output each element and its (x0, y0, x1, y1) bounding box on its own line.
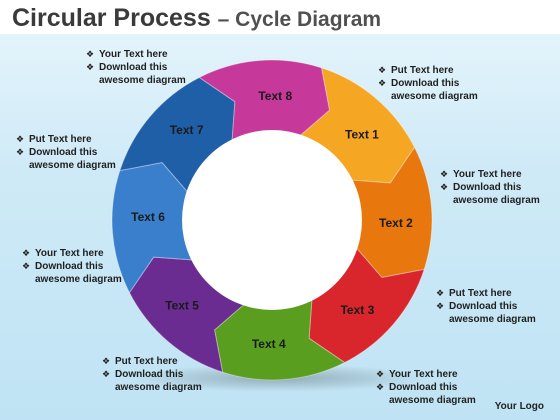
note-right-upper: ❖Your Text here ❖Download this awesome d… (440, 169, 540, 206)
note-top-right: ❖Put Text here ❖Download this awesome di… (378, 65, 478, 102)
note-left-upper: ❖Put Text here ❖Download this awesome di… (16, 134, 116, 171)
bullet-icon: ❖ (440, 182, 449, 192)
bullet-icon: ❖ (436, 288, 445, 298)
bullet-icon: ❖ (440, 169, 449, 179)
segment-label-2: Text 2 (379, 216, 413, 230)
segment-label-5: Text 5 (165, 298, 199, 312)
bullet-icon: ❖ (102, 369, 111, 379)
bullet-icon: ❖ (86, 49, 95, 59)
segment-label-7: Text 7 (170, 123, 204, 137)
ring-segments (111, 59, 433, 381)
bullet-icon: ❖ (86, 62, 95, 72)
bullet-icon: ❖ (16, 134, 25, 144)
ring-center (182, 130, 362, 310)
note-right-lower: ❖Put Text here ❖Download this awesome di… (436, 288, 536, 325)
bullet-icon: ❖ (376, 382, 385, 392)
title-bar (0, 0, 560, 34)
bullet-icon: ❖ (22, 248, 31, 258)
note-bottom-left: ❖Put Text here ❖Download this awesome di… (102, 356, 202, 393)
bullet-icon: ❖ (436, 301, 445, 311)
page-title: Circular Process – Cycle Diagram (12, 4, 381, 33)
bullet-icon: ❖ (22, 261, 31, 271)
segment-labels: Text 1 Text 2 Text 3 Text 4 Text 5 Text 6 Text… (131, 89, 413, 351)
segment-label-3: Text 3 (340, 303, 374, 317)
title-main: Circular Process (12, 4, 211, 32)
bullet-icon: ❖ (378, 65, 387, 75)
bullet-icon: ❖ (102, 356, 111, 366)
segment-label-1: Text 1 (345, 128, 379, 142)
title-sub: – Cycle Diagram (217, 8, 382, 31)
segment-label-6: Text 6 (131, 210, 165, 224)
bullet-icon: ❖ (378, 78, 387, 88)
bullet-icon: ❖ (376, 369, 385, 379)
bullet-icon: ❖ (16, 147, 25, 157)
note-bottom-right: ❖Your Text here ❖Download this awesome d… (376, 369, 476, 406)
logo-text: Your Logo (494, 401, 544, 412)
note-left-lower: ❖Your Text here ❖Download this awesome d… (22, 248, 122, 285)
segment-label-8: Text 8 (258, 89, 292, 103)
note-top-left: ❖Your Text here ❖Download this awesome d… (86, 49, 186, 86)
segment-label-4: Text 4 (252, 337, 286, 351)
